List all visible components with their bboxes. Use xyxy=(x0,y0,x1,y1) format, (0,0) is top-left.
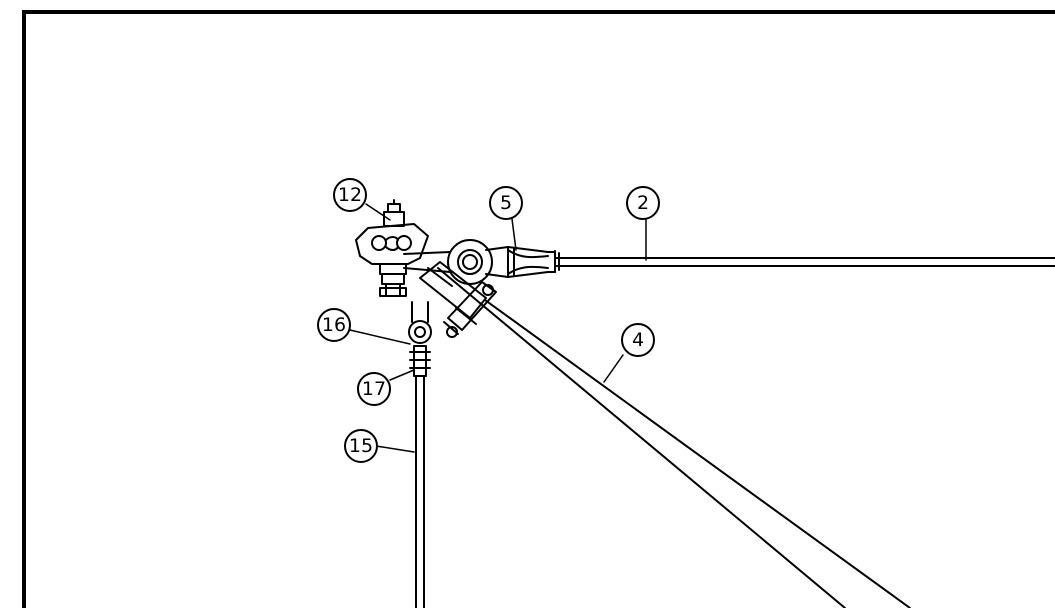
callout-15: 15 xyxy=(344,429,378,463)
callout-16: 16 xyxy=(317,308,351,342)
svg-text:4: 4 xyxy=(632,329,644,351)
messenger-wire xyxy=(554,250,1055,273)
wire-clamp xyxy=(409,345,431,377)
eye-nut xyxy=(408,301,432,344)
svg-text:17: 17 xyxy=(362,378,386,400)
svg-text:12: 12 xyxy=(338,184,362,206)
svg-text:15: 15 xyxy=(349,435,373,457)
callout-2: 2 xyxy=(626,186,660,220)
drawing-frame xyxy=(22,10,1055,608)
dropper-rod xyxy=(415,375,425,608)
tension-fitting xyxy=(485,246,556,278)
callout-4: 4 xyxy=(621,323,655,357)
callout-5: 5 xyxy=(489,186,523,220)
callout-17: 17 xyxy=(357,372,391,406)
svg-text:16: 16 xyxy=(322,314,346,336)
leader-lines xyxy=(349,203,647,453)
insulator-clamp xyxy=(355,199,429,297)
svg-text:2: 2 xyxy=(637,192,649,214)
callout-balloons: 12 5 2 16 4 17 15 xyxy=(317,178,660,463)
tube-clamp xyxy=(443,281,497,338)
brace-tube xyxy=(419,261,911,608)
callout-12: 12 xyxy=(333,178,367,212)
svg-text:5: 5 xyxy=(500,192,512,214)
